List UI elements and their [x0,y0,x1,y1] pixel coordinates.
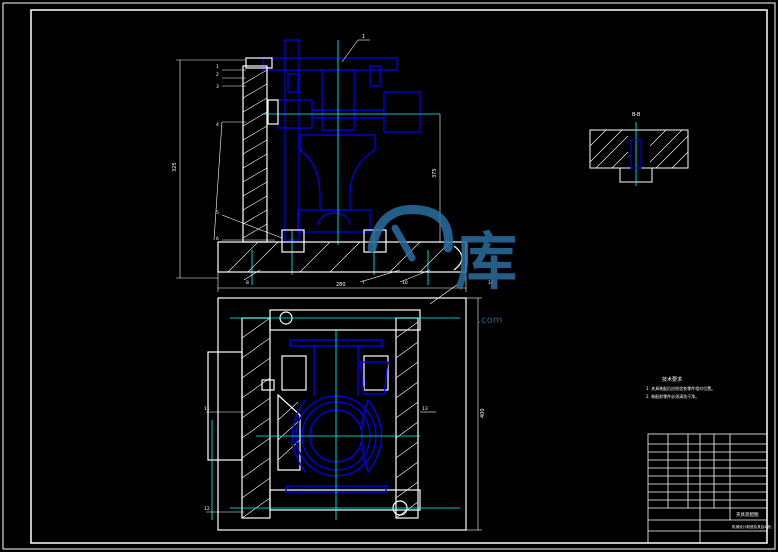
side-label-4: 4 [216,122,219,128]
lower-label-13: 13 [422,406,428,412]
dim-inner-label: 375 [432,168,438,178]
watermark-url: .com [478,315,503,326]
side-label-1: 1 [216,64,219,70]
detail-label: B-B [632,112,641,118]
tech-req-line-2: 2. 装配前零件必须清洗干净。 [646,393,699,399]
base-label-8: 8 [246,280,249,286]
lower-label-14: 14 [488,280,494,286]
title-block-school: 机械设计制造及其自动化 [732,524,772,529]
side-label-2: 2 [216,72,219,78]
side-label-5: 5 [216,210,219,216]
tech-req-title: 技术要求 [662,376,682,383]
dim-base-label: 280 [336,282,346,288]
watermark-char: 库 [455,225,517,298]
upper-view: 325 375 280 1 1 2 3 4 5 6 8 7 10 [172,34,467,292]
technical-requirements: 技术要求 1. 夹具装配后应检验各零件相对位置。 2. 装配前零件必须清洗干净。 [646,376,715,399]
watermark: 库 .com [367,204,517,326]
leader-label-top: 1 [362,34,365,40]
base-label-10: 10 [402,280,408,286]
lower-view: 400 11 12 13 14 [204,280,494,531]
side-label-3: 3 [216,84,219,90]
title-block [647,433,768,544]
lower-label-12: 12 [204,506,210,512]
dim-height-label: 325 [172,162,178,172]
detail-section: B-B [589,112,689,186]
lower-label-11: 11 [204,406,210,412]
title-block-name: 夹具装配图 [736,511,759,518]
lower-dim-label: 400 [480,408,486,418]
base-label-7: 7 [362,280,365,286]
side-label-6: 6 [216,236,219,242]
inner-border [30,9,768,544]
tech-req-line-1: 1. 夹具装配后应检验各零件相对位置。 [646,385,715,391]
